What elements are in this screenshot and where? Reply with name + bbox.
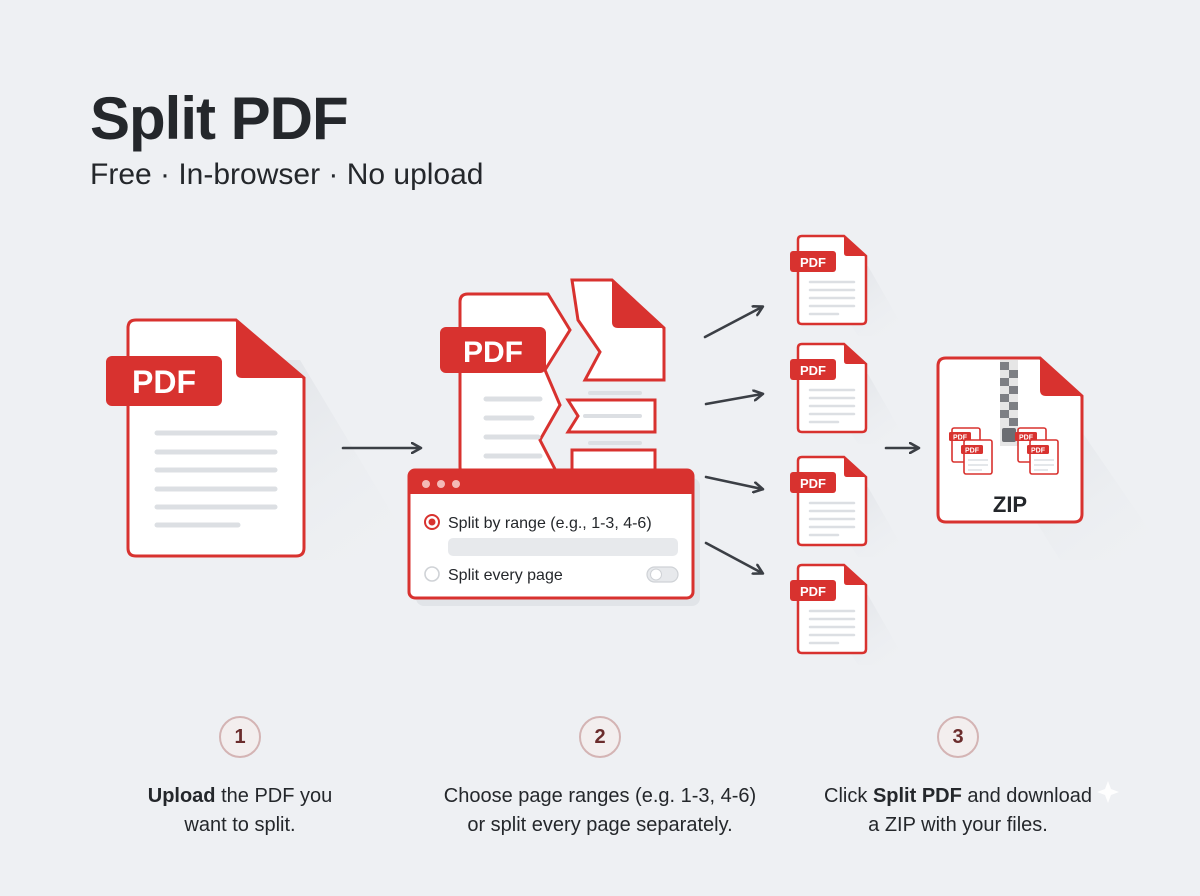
svg-text:PDF: PDF bbox=[800, 476, 826, 491]
svg-text:PDF: PDF bbox=[800, 255, 826, 270]
arrow-icon bbox=[703, 307, 762, 339]
page-subtitle: Free · In-browser · No upload bbox=[90, 158, 484, 191]
output-pdf-icon: PDF bbox=[790, 455, 908, 557]
arrow-icon bbox=[704, 394, 762, 406]
window-dot-icon bbox=[452, 480, 460, 488]
svg-text:PDF: PDF bbox=[965, 448, 980, 455]
svg-text:PDF: PDF bbox=[1031, 448, 1046, 455]
range-input[interactable] bbox=[448, 538, 678, 556]
split-every-page-radio[interactable]: Split every page bbox=[424, 566, 563, 584]
page-title: Split PDF bbox=[90, 85, 349, 152]
pdf-badge-label: PDF bbox=[463, 336, 523, 369]
pdf-badge-label: PDF bbox=[132, 364, 196, 400]
output-pdf-icon: PDF bbox=[790, 342, 908, 444]
split-by-range-label: Split by range (e.g., 1-3, 4-6) bbox=[448, 515, 652, 532]
zip-label: ZIP bbox=[993, 492, 1027, 517]
window-dot-icon bbox=[422, 480, 430, 488]
source-pdf-icon: PDF bbox=[106, 318, 420, 560]
zip-archive-icon: PDF PDF PDF PDF ZIP bbox=[936, 356, 1170, 560]
svg-text:PDF: PDF bbox=[953, 435, 968, 442]
split-every-page-toggle[interactable] bbox=[646, 566, 679, 583]
output-pdf-icon: PDF bbox=[790, 234, 908, 336]
split-every-page-label: Split every page bbox=[448, 567, 563, 584]
svg-text:PDF: PDF bbox=[800, 363, 826, 378]
window-dot-icon bbox=[437, 480, 445, 488]
output-pdf-icon: PDF bbox=[790, 563, 908, 665]
split-by-range-radio[interactable]: Split by range (e.g., 1-3, 4-6) bbox=[424, 514, 652, 532]
arrow-icon bbox=[704, 475, 762, 489]
arrow-icon bbox=[704, 541, 762, 573]
zipper-icon bbox=[1000, 360, 1018, 446]
sparkle-icon bbox=[1097, 781, 1119, 803]
split-options-panel: Split by range (e.g., 1-3, 4-6) Split ev… bbox=[407, 468, 700, 606]
splitting-pdf-icon: PDF bbox=[440, 278, 666, 477]
svg-text:PDF: PDF bbox=[800, 584, 826, 599]
svg-text:PDF: PDF bbox=[1019, 435, 1034, 442]
